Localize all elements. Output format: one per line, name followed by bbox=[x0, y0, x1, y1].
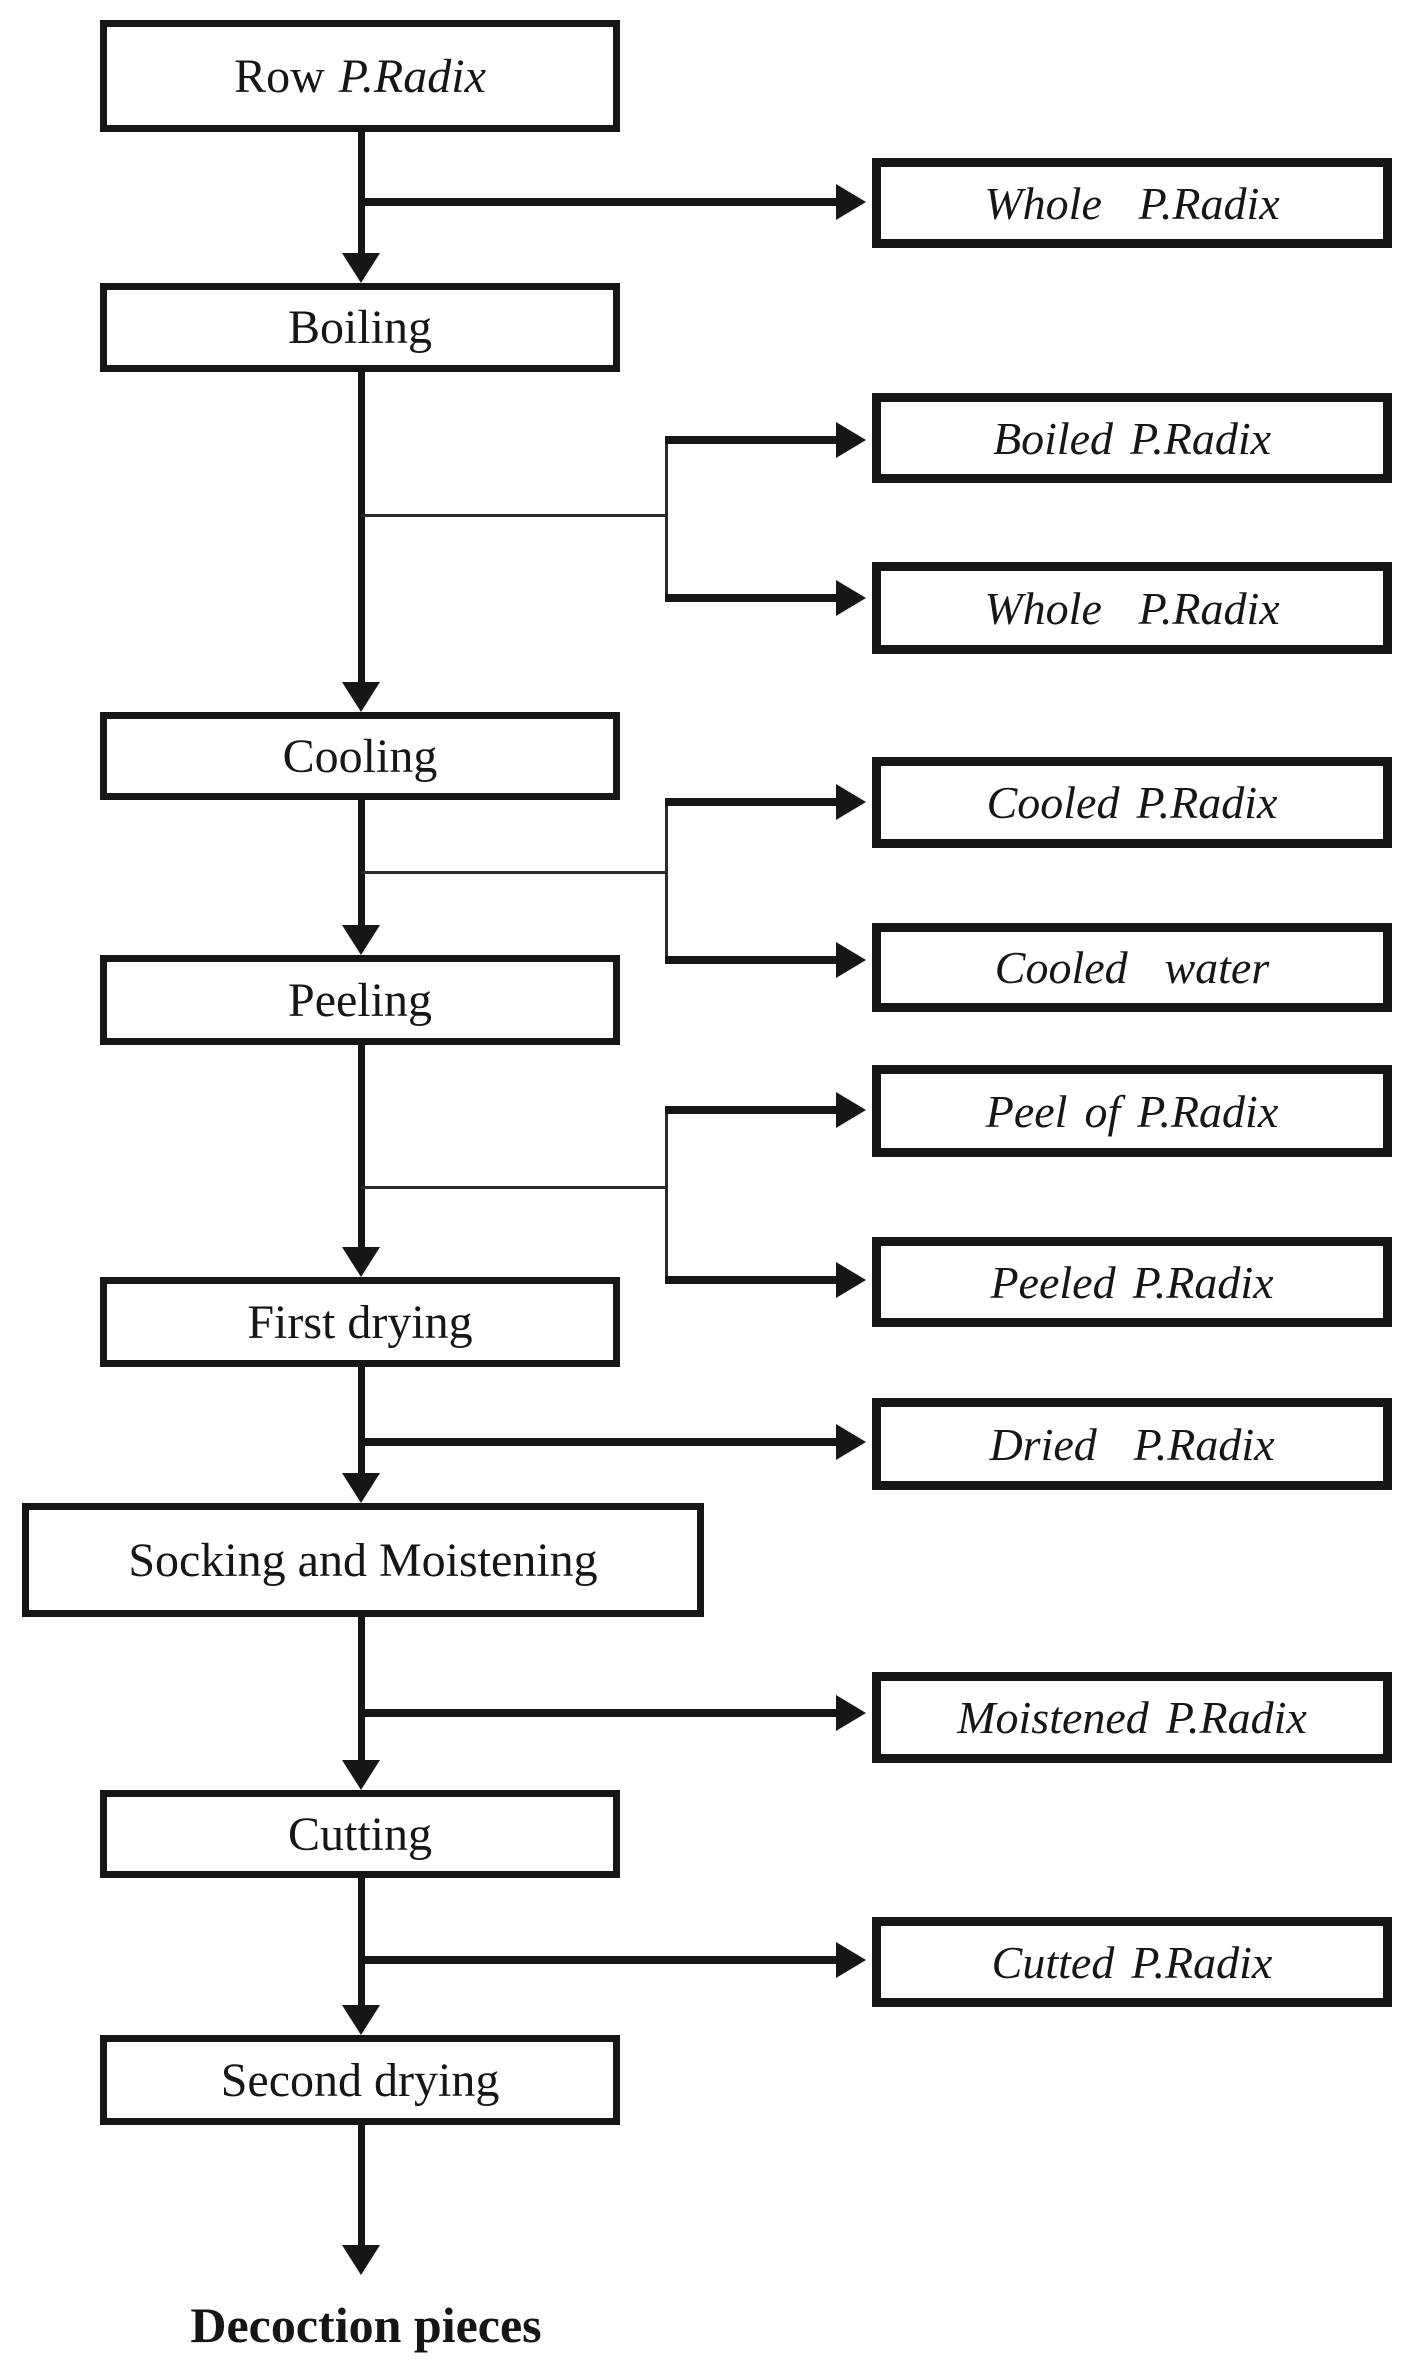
process-box-peeling: Peeling bbox=[100, 955, 620, 1045]
output-box-whole-p-radix-1: Whole P.Radix bbox=[872, 158, 1392, 248]
process-box-row-p-radix: Row P.Radix bbox=[100, 20, 620, 132]
output-label-peeled: Peeled P.Radix bbox=[990, 1256, 1274, 1308]
arrowhead-right-moistened-icon bbox=[836, 1695, 866, 1731]
arrow-socking-to-moistened bbox=[358, 1709, 836, 1717]
output-label-cutted: Cutted P.Radix bbox=[991, 1936, 1273, 1988]
arrowhead-right-boiled-icon bbox=[836, 422, 866, 458]
arrowhead-down-into-second-drying-icon bbox=[342, 2005, 380, 2035]
trunk-segment-socking-to-cutting bbox=[358, 1617, 365, 1760]
process-label-cooling: Cooling bbox=[282, 729, 438, 783]
branch-connector-boiling-v bbox=[665, 436, 668, 602]
arrowhead-down-into-terminal-icon bbox=[342, 2245, 380, 2275]
process-label-boiling: Boiling bbox=[287, 301, 433, 354]
output-box-peeled-p-radix: Peeled P.Radix bbox=[872, 1237, 1392, 1327]
arrowhead-right-peel-of-icon bbox=[836, 1092, 866, 1128]
arrowhead-right-whole-1-icon bbox=[836, 184, 866, 220]
arrowhead-down-into-cooling-icon bbox=[342, 682, 380, 712]
arrow-peeling-to-peel-of bbox=[665, 1106, 836, 1114]
terminal-label-decoction-pieces: Decoction pieces bbox=[190, 2297, 542, 2353]
trunk-segment-second-drying-to-terminal bbox=[358, 2125, 365, 2245]
arrowhead-down-into-first-drying-icon bbox=[342, 1247, 380, 1277]
output-box-cooled-water: Cooled water bbox=[872, 923, 1392, 1012]
arrowhead-right-whole-2-icon bbox=[836, 580, 866, 616]
process-label-socking: Socking and Moistening bbox=[128, 1533, 598, 1587]
branch-connector-peeling-h bbox=[361, 1186, 667, 1189]
arrowhead-right-cooled-water-icon bbox=[836, 942, 866, 978]
output-box-dried-p-radix: Dried P.Radix bbox=[872, 1398, 1392, 1490]
output-label-peel-of: Peel of P.Radix bbox=[985, 1085, 1279, 1137]
trunk-segment-cutting-to-second-drying bbox=[358, 1878, 365, 2005]
output-label-cooled-radix: Cooled P.Radix bbox=[986, 777, 1278, 828]
process-box-cooling: Cooling bbox=[100, 712, 620, 800]
arrowhead-right-cooled-radix-icon bbox=[836, 784, 866, 820]
output-box-peel-of-p-radix: Peel of P.Radix bbox=[872, 1065, 1392, 1157]
arrowhead-down-into-peeling-icon bbox=[342, 925, 380, 955]
arrow-first-drying-to-dried bbox=[358, 1438, 836, 1446]
branch-connector-cooling-v bbox=[665, 798, 668, 964]
process-box-socking-and-moistening: Socking and Moistening bbox=[22, 1503, 704, 1617]
output-box-boiled-p-radix: Boiled P.Radix bbox=[872, 393, 1392, 483]
arrow-boiling-to-boiled bbox=[665, 436, 836, 444]
process-box-second-drying: Second drying bbox=[100, 2035, 620, 2125]
trunk-segment-first-drying-to-socking bbox=[358, 1367, 365, 1473]
output-box-cooled-p-radix: Cooled P.Radix bbox=[872, 757, 1392, 848]
trunk-segment-boiling-to-cooling bbox=[358, 372, 365, 682]
output-label-whole-2: Whole P.Radix bbox=[984, 582, 1280, 634]
output-label-moistened: Moistened P.Radix bbox=[957, 1692, 1307, 1743]
process-label-peeling: Peeling bbox=[288, 973, 432, 1027]
branch-connector-peeling-v bbox=[665, 1106, 668, 1284]
output-label-boiled: Boiled P.Radix bbox=[992, 412, 1272, 464]
arrowhead-right-peeled-icon bbox=[836, 1262, 866, 1298]
trunk-segment-peeling-to-first-drying bbox=[358, 1045, 365, 1247]
process-label-second-drying: Second drying bbox=[220, 2053, 500, 2107]
process-label-cutting: Cutting bbox=[287, 1807, 433, 1861]
process-label-row: Row bbox=[234, 49, 325, 103]
arrow-row-to-whole-1 bbox=[358, 198, 836, 206]
arrowhead-down-into-cutting-icon bbox=[342, 1760, 380, 1790]
branch-connector-cooling-h bbox=[361, 871, 667, 874]
arrowhead-down-into-boiling-icon bbox=[342, 253, 380, 283]
output-box-whole-p-radix-2: Whole P.Radix bbox=[872, 562, 1392, 654]
arrow-cooling-to-cooled-radix bbox=[665, 798, 836, 806]
arrow-boiling-to-whole-2 bbox=[665, 594, 836, 602]
process-label-first-drying: First drying bbox=[247, 1295, 473, 1349]
arrow-cooling-to-cooled-water bbox=[665, 956, 836, 964]
trunk-segment-cooling-to-peeling bbox=[358, 800, 365, 925]
output-label-dried: Dried P.Radix bbox=[989, 1418, 1275, 1470]
trunk-segment-row-to-boiling bbox=[358, 132, 365, 253]
arrow-peeling-to-peeled bbox=[665, 1276, 836, 1284]
arrowhead-right-dried-icon bbox=[836, 1424, 866, 1460]
branch-connector-boiling-h bbox=[361, 514, 667, 517]
output-box-cutted-p-radix: Cutted P.Radix bbox=[872, 1917, 1392, 2007]
arrowhead-down-into-socking-icon bbox=[342, 1473, 380, 1503]
output-label-cooled-water: Cooled water bbox=[994, 942, 1270, 993]
process-box-boiling: Boiling bbox=[100, 283, 620, 372]
process-box-first-drying: First drying bbox=[100, 1277, 620, 1367]
output-label-whole-1: Whole P.Radix bbox=[984, 177, 1280, 229]
process-box-cutting: Cutting bbox=[100, 1790, 620, 1878]
arrow-cutting-to-cutted bbox=[358, 1956, 836, 1964]
arrowhead-right-cutted-icon bbox=[836, 1942, 866, 1978]
process-label-row-species: P.Radix bbox=[338, 49, 486, 103]
output-box-moistened-p-radix: Moistened P.Radix bbox=[872, 1672, 1392, 1763]
